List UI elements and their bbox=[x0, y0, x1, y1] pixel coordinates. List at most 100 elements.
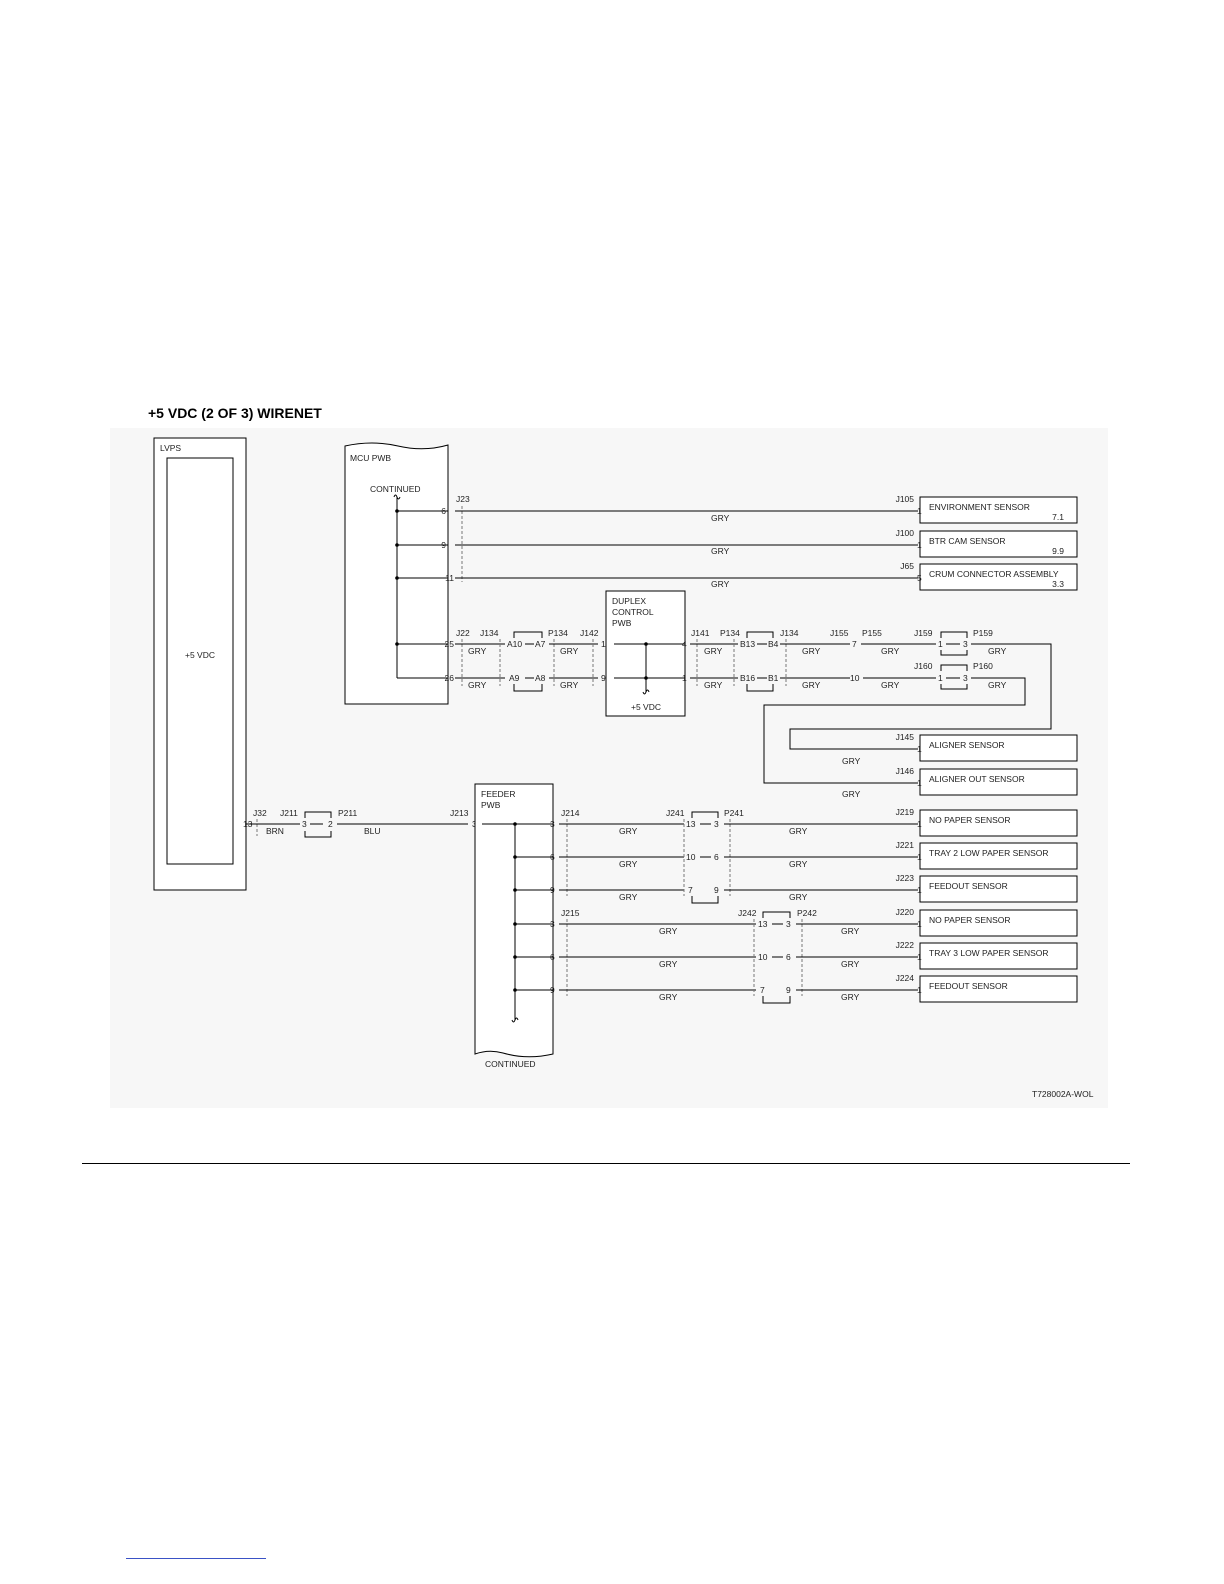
wire-gry: GRY bbox=[711, 546, 730, 556]
page-title: +5 VDC (2 OF 3) WIRENET bbox=[148, 405, 322, 421]
wire-gry: GRY bbox=[704, 646, 723, 656]
sensor-box bbox=[919, 496, 1078, 524]
j155-pin-10: 10 bbox=[850, 673, 860, 683]
j155-label: J155 bbox=[830, 628, 849, 638]
wire-gry: GRY bbox=[802, 680, 821, 690]
p159-pin-3: 3 bbox=[963, 639, 968, 649]
mcu-pin-11: 11 bbox=[445, 573, 454, 583]
p155-label: P155 bbox=[862, 628, 882, 638]
duplex-label-line2: CONTROL bbox=[612, 607, 654, 617]
sensor-pin: 1 bbox=[917, 819, 922, 829]
sensor-box bbox=[919, 875, 1078, 903]
wire-blu: BLU bbox=[364, 826, 381, 836]
p134-label: P134 bbox=[548, 628, 568, 638]
sensor-name: ALIGNER OUT SENSOR bbox=[929, 774, 1025, 784]
sensor-pin: 1 bbox=[917, 506, 922, 516]
wire-gry: GRY bbox=[704, 680, 723, 690]
wire-brn: BRN bbox=[266, 826, 284, 836]
p134-pin-b16: B16 bbox=[740, 673, 755, 683]
sensor-name: CRUM CONNECTOR ASSEMBLY bbox=[929, 569, 1059, 579]
wire-gry: GRY bbox=[659, 992, 678, 1002]
j242-pin-7: 7 bbox=[760, 985, 765, 995]
j242-label: J242 bbox=[738, 908, 757, 918]
sensor-ref: 3.3 bbox=[1052, 579, 1064, 589]
p134-label-2: P134 bbox=[720, 628, 740, 638]
sensor-connector-label: J65 bbox=[900, 561, 914, 571]
p241-pin-3: 3 bbox=[714, 819, 719, 829]
j142-label: J142 bbox=[580, 628, 599, 638]
sensor-ref: 7.1 bbox=[1052, 512, 1064, 522]
sensor-pin: 1 bbox=[917, 952, 922, 962]
sensor-box bbox=[919, 842, 1078, 870]
sensor-box bbox=[919, 975, 1078, 1003]
sensor-connector-label: J146 bbox=[896, 766, 915, 776]
p159-pin-1: 1 bbox=[938, 639, 943, 649]
j215-pin-6: 6 bbox=[550, 952, 555, 962]
wire-gry: GRY bbox=[711, 579, 730, 589]
lvps-supply-label: +5 VDC bbox=[185, 650, 215, 660]
j241-pin-10: 10 bbox=[686, 852, 696, 862]
j159-label: J159 bbox=[914, 628, 933, 638]
p241-pin-6: 6 bbox=[714, 852, 719, 862]
wire-gry: GRY bbox=[468, 680, 487, 690]
wire-gry: GRY bbox=[659, 959, 678, 969]
sensor-pin: 1 bbox=[917, 852, 922, 862]
p242-pin-3: 3 bbox=[786, 919, 791, 929]
mcu-pin-26: 26 bbox=[445, 673, 455, 683]
j32-label: J32 bbox=[253, 808, 267, 818]
wire-gry: GRY bbox=[881, 646, 900, 656]
p242-pin-9: 9 bbox=[786, 985, 791, 995]
feeder-continued-label: CONTINUED bbox=[485, 1059, 536, 1069]
duplex-pin-1: 1 bbox=[682, 673, 687, 683]
wire-gry: GRY bbox=[841, 926, 860, 936]
p159-label: P159 bbox=[973, 628, 993, 638]
duplex-label-line3: PWB bbox=[612, 618, 632, 628]
duplex-supply-label: +5 VDC bbox=[631, 702, 661, 712]
footer-divider bbox=[82, 1163, 1130, 1164]
j241-pin-7: 7 bbox=[688, 885, 693, 895]
mcu-pin-25: 25 bbox=[445, 639, 455, 649]
sensor-name: FEEDOUT SENSOR bbox=[929, 881, 1008, 891]
sensor-name: NO PAPER SENSOR bbox=[929, 815, 1011, 825]
j214-pin-6: 6 bbox=[550, 852, 555, 862]
j155-pin-7: 7 bbox=[852, 639, 857, 649]
p134-pin-a7: A7 bbox=[535, 639, 546, 649]
p134-pin-b13: B13 bbox=[740, 639, 755, 649]
j215-label: J215 bbox=[561, 908, 580, 918]
sensor-connector-label: J220 bbox=[896, 907, 915, 917]
duplex-control-pwb-block: DUPLEX CONTROL PWB +5 VDC bbox=[605, 590, 686, 717]
lvps-label: LVPS bbox=[160, 443, 181, 453]
duplex-pin-4: 4 bbox=[682, 639, 687, 649]
j214-label: J214 bbox=[561, 808, 580, 818]
mcu-pin-6: 6 bbox=[441, 506, 446, 516]
p242-label: P242 bbox=[797, 908, 817, 918]
j214-pin-3: 3 bbox=[550, 819, 555, 829]
j242-pin-10: 10 bbox=[758, 952, 768, 962]
p160-pin-1: 1 bbox=[938, 673, 943, 683]
mcu-pwb-block: MCU PWB CONTINUED 6 9 11 25 26 bbox=[344, 442, 455, 705]
sensor-box bbox=[919, 734, 1078, 762]
wire-gry: GRY bbox=[842, 789, 861, 799]
p211-pin-2: 2 bbox=[328, 819, 333, 829]
sensor-pin: 1 bbox=[917, 885, 922, 895]
feeder-label-line1: FEEDER bbox=[481, 789, 515, 799]
lvps-block: LVPS +5 VDC bbox=[153, 437, 247, 891]
sensor-connector-label: J223 bbox=[896, 873, 915, 883]
sensor-box bbox=[919, 563, 1078, 591]
wire-gry: GRY bbox=[789, 892, 808, 902]
j241-label: J241 bbox=[666, 808, 685, 818]
feeder-label-line2: PWB bbox=[481, 800, 501, 810]
p241-pin-9: 9 bbox=[714, 885, 719, 895]
mcu-continued-label: CONTINUED bbox=[370, 484, 421, 494]
p134-pin-a8: A8 bbox=[535, 673, 546, 683]
sensor-pin: 5 bbox=[917, 573, 922, 583]
bottom-link-underline bbox=[126, 1558, 266, 1559]
sensor-name: ENVIRONMENT SENSOR bbox=[929, 502, 1030, 512]
wire-gry: GRY bbox=[619, 859, 638, 869]
duplex-label-line1: DUPLEX bbox=[612, 596, 646, 606]
j141-label: J141 bbox=[691, 628, 710, 638]
sensor-name: ALIGNER SENSOR bbox=[929, 740, 1005, 750]
sensor-connector-label: J221 bbox=[896, 840, 915, 850]
feeder-pwb-block: FEEDER PWB CONTINUED bbox=[474, 783, 554, 1069]
